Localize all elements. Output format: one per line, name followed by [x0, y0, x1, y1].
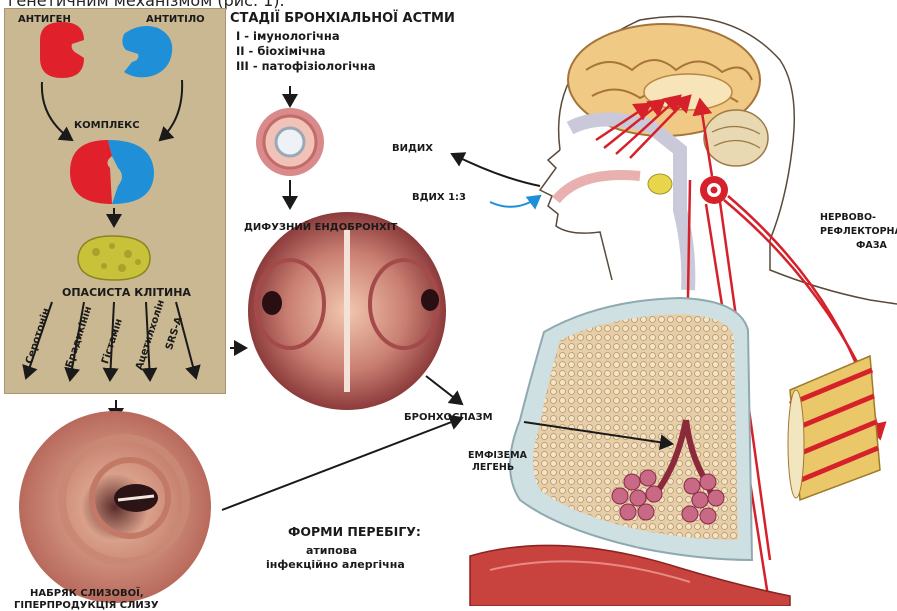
emphysema-label-1: ЕМФІЗЕМА — [468, 450, 527, 461]
airway — [556, 119, 688, 290]
arrow-edema-spasm — [222, 418, 462, 510]
complex-label: КОМПЛЕКС — [74, 120, 140, 131]
edema-label-1: НАБРЯК СЛИЗОВОЇ, — [30, 588, 144, 599]
antibody-label: АНТИТІЛО — [146, 14, 205, 25]
arrow-antigen-complex — [42, 82, 72, 140]
diffuse-label: ДИФУЗНИЙ ЕНДОБРОНХІТ — [244, 222, 397, 233]
nerve-label-1: НЕРВОВО- — [820, 212, 876, 223]
bronchoscopy-image — [248, 212, 446, 410]
forms-title: ФОРМИ ПЕРЕБІГУ: — [288, 524, 421, 539]
forms-item: атипова — [306, 544, 357, 557]
exhale-label: ВИДИХ — [392, 143, 433, 154]
nerve-node — [700, 176, 728, 204]
forms-item: інфекційно алергічна — [266, 558, 405, 571]
lung — [510, 298, 752, 560]
arrow-inhale — [490, 196, 540, 207]
mast-cell — [78, 236, 150, 280]
stage-item: III - патофізіологічна — [236, 59, 376, 73]
mast-cell-label: ОПАСИСТА КЛІТИНА — [62, 286, 191, 299]
nerve-label-3: ФАЗА — [856, 240, 887, 251]
antigen-label: АНТИГЕН — [18, 14, 71, 25]
bronchus-muscle-tube — [788, 356, 880, 500]
arrow-antibody-complex — [160, 80, 182, 140]
emphysema-label-2: ЛЕГЕНЬ — [472, 462, 514, 473]
nerve-label-2: РЕФЛЕКТОРНА — [820, 226, 897, 237]
stage-item: I - імунологічна — [236, 29, 340, 43]
antibody-shape — [122, 26, 172, 77]
stages-title: СТАДІЇ БРОНХІАЛЬНОЇ АСТМИ — [230, 11, 455, 26]
antigen-shape — [40, 22, 84, 78]
bronchospasm-label: БРОНХОСПАЗМ — [404, 412, 493, 423]
complex-shape — [70, 140, 154, 204]
edema-image — [19, 411, 211, 603]
arrow-bronchus-spasm — [426, 376, 462, 404]
arrow-exhale — [452, 154, 540, 186]
inhale-label: ВДИХ 1:3 — [412, 192, 466, 203]
bronchus-ring — [256, 108, 324, 176]
stage-item: II - біохімічна — [236, 44, 326, 58]
